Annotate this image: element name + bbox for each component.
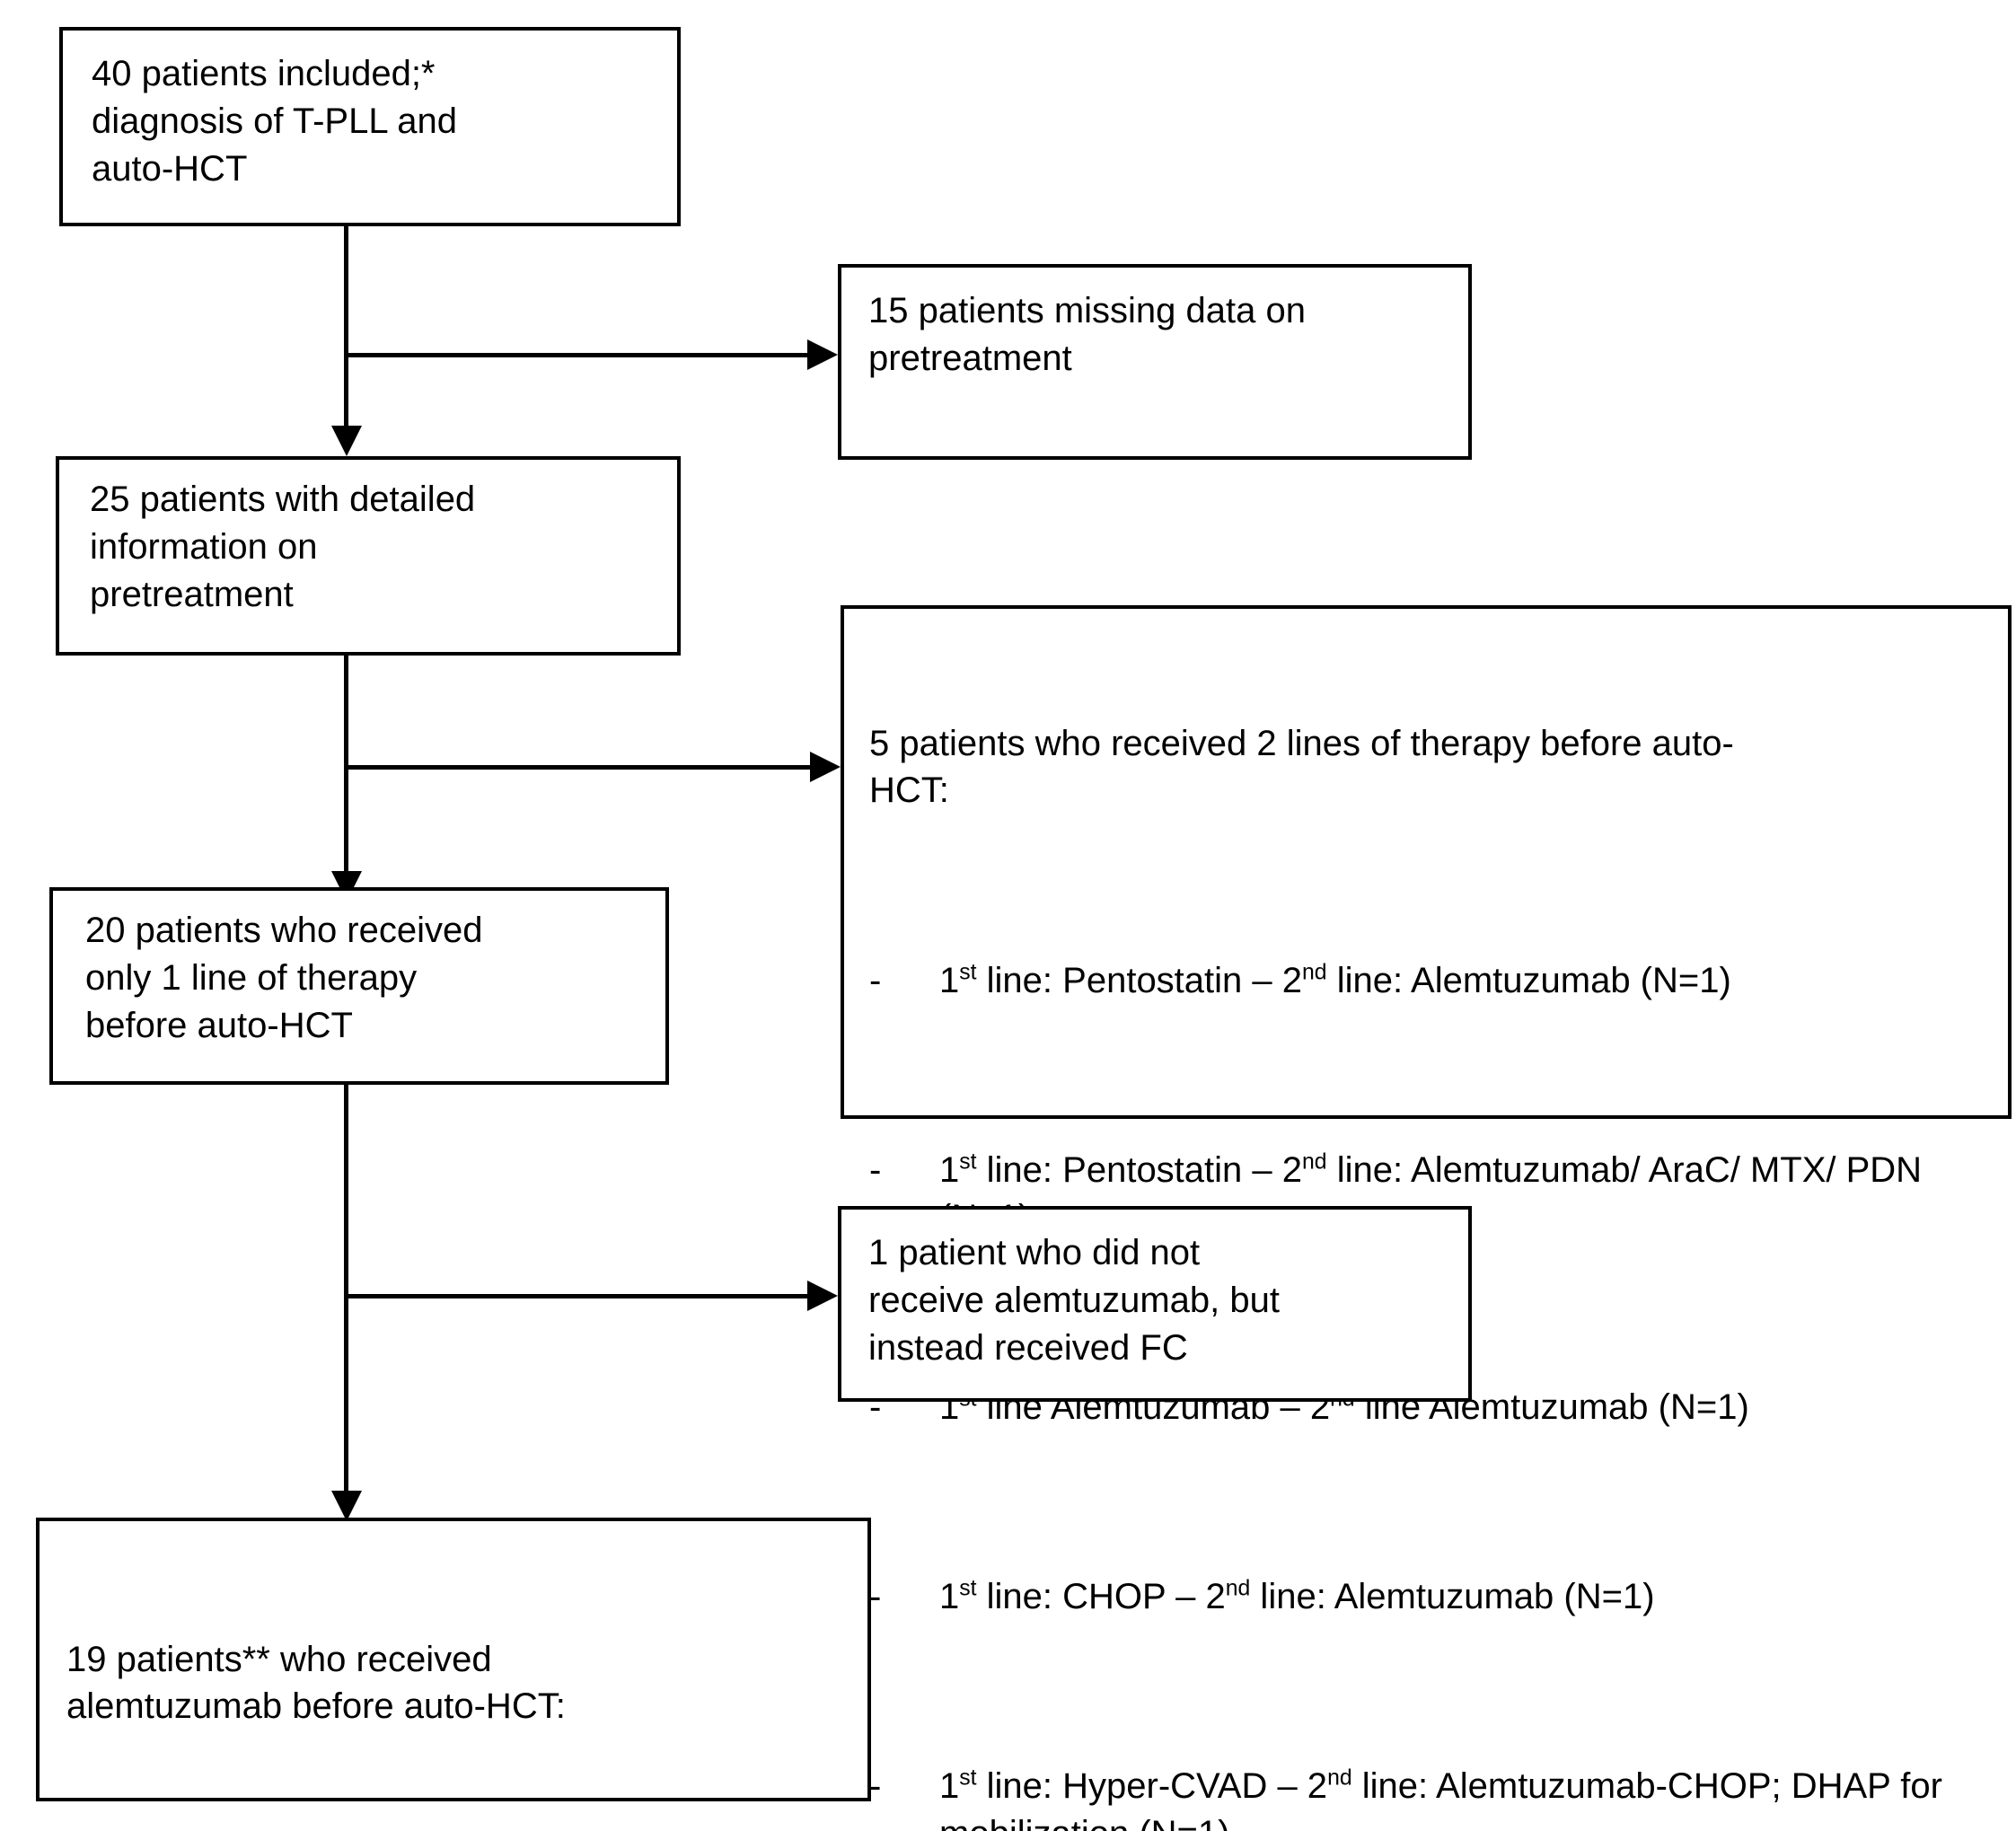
arrowhead-included-to-missing: [807, 339, 838, 370]
connector-included-to-missing: [344, 353, 811, 357]
connector-detailed-to-twolines: [344, 765, 814, 770]
node-patients-included: 40 patients included;*diagnosis of T-PLL…: [59, 27, 681, 226]
connector-oneline-to-noalem: [344, 1294, 811, 1298]
bullet-text: 1st line: Hyper-CVAD – 2nd line: Alemtuz…: [939, 1765, 1942, 1831]
arrowhead-detailed-to-twolines: [810, 752, 841, 782]
node-two-lines-therapy: 5 patients who received 2 lines of thera…: [841, 605, 2012, 1831]
node-patients-included-text: 40 patients included;*diagnosis of T-PLL…: [92, 54, 457, 189]
two-lines-heading: 5 patients who received 2 lines of thera…: [869, 723, 1734, 811]
bullet-marker: -: [869, 1149, 882, 1190]
two-lines-bullet-5: - 1st line: Hyper-CVAD – 2nd line: Alemt…: [869, 1763, 1999, 1831]
bullet-marker: -: [869, 960, 882, 1000]
connector-included-to-detailed: [344, 224, 348, 433]
arrowhead-oneline-to-noalem: [807, 1281, 838, 1311]
connector-oneline-to-final: [344, 1085, 348, 1498]
two-lines-bullet-4: - 1st line: CHOP – 2nd line: Alemtuzumab…: [869, 1573, 1999, 1621]
bullet-marker: -: [869, 1576, 882, 1616]
two-lines-bullet-1: - 1st line: Pentostatin – 2nd line: Alem…: [869, 957, 1999, 1005]
arrowhead-oneline-to-final: [331, 1491, 362, 1521]
bullet-text: 1st line: CHOP – 2nd line: Alemtuzumab (…: [939, 1576, 1655, 1616]
arrowhead-included-to-detailed: [331, 426, 362, 456]
bullet-text: 1st line: Pentostatin – 2nd line: Alemtu…: [939, 960, 1731, 1000]
bullet-marker: -: [869, 1766, 882, 1807]
node-two-lines-therapy-text: 5 patients who received 2 lines of thera…: [869, 625, 1999, 1831]
